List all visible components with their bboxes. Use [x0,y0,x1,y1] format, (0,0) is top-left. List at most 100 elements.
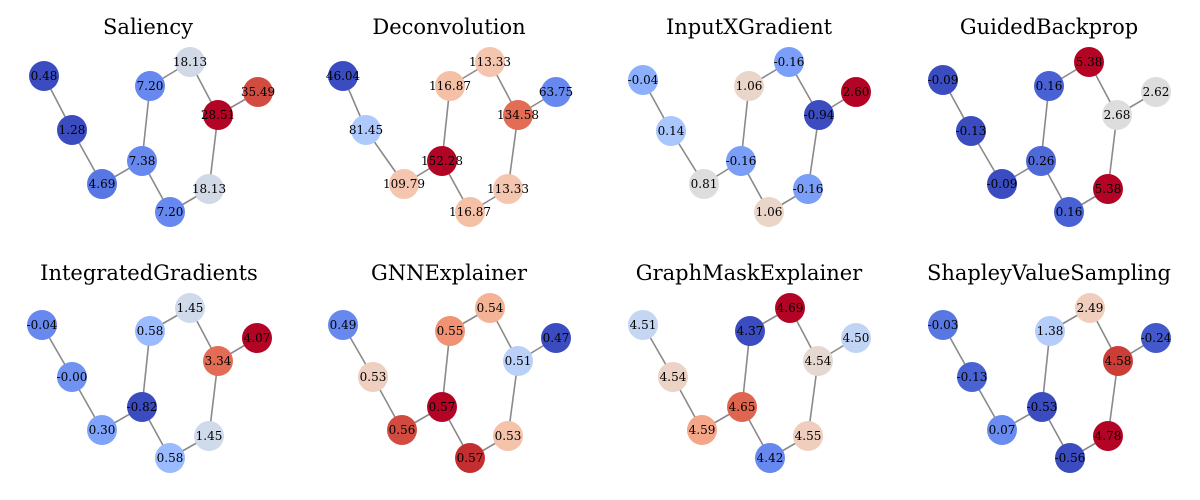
node-label: -0.24 [1141,331,1172,345]
node-label: -0.16 [774,55,805,69]
node-label: 4.78 [1095,429,1122,443]
panel-inputxgradient: InputXGradient-0.040.140.81-0.161.06-0.1… [628,15,871,227]
graph-node [1102,100,1132,130]
node-label: 116.87 [429,79,471,93]
graph-node [27,310,57,340]
node-label: -0.16 [793,182,824,196]
node-label: 134.58 [497,108,539,122]
node-label: 0.16 [1056,205,1083,219]
panel-title: IntegratedGradients [40,261,258,285]
graph-node [475,47,505,77]
graph-node [135,71,165,101]
node-label: -0.13 [957,370,988,384]
node-label: 3.34 [205,354,232,368]
node-label: -0.82 [127,400,158,414]
node-label: 0.07 [989,423,1016,437]
panel-graphmaskexplainer: GraphMaskExplainer4.514.544.594.654.374.… [628,261,871,473]
graph-node [175,293,205,323]
node-label: 2.60 [843,85,870,99]
node-label: 63.75 [539,85,573,99]
node-label: -0.09 [987,177,1018,191]
graph-node [628,310,658,340]
graph-node [1055,443,1085,473]
node-label: 4.54 [805,354,832,368]
graph-node [493,421,523,451]
graph-node [87,169,117,199]
graph-node [387,415,417,445]
graph-node [328,310,358,340]
graph-node [351,115,381,145]
graph-node [455,197,485,227]
graph-node [427,146,457,176]
node-label: 1.28 [59,123,86,137]
graph-node [803,346,833,376]
node-label: 0.49 [330,318,357,332]
graph-node [1103,346,1133,376]
node-label: -0.13 [956,124,987,138]
node-label: 0.16 [1036,79,1063,93]
graph-node [194,174,224,204]
node-label: 0.58 [137,324,164,338]
node-label: 1.45 [196,429,223,443]
node-label: 1.06 [756,205,783,219]
node-label: 5.38 [1076,55,1103,69]
graph-node [475,293,505,323]
node-label: 4.54 [660,370,687,384]
node-label: 4.59 [689,423,716,437]
graph-node [656,116,686,146]
graph-node [1054,197,1084,227]
node-label: 4.69 [89,177,116,191]
node-label: -0.09 [928,73,959,87]
graph-node [175,47,205,77]
node-label: 1.38 [1037,324,1064,338]
graph-node [628,65,658,95]
graph-node [503,100,533,130]
graph-node [987,169,1017,199]
graph-node [775,293,805,323]
panel-title: GraphMaskExplainer [636,261,863,285]
node-label: 113.33 [487,182,529,196]
graph-node [793,421,823,451]
graph-node [1026,146,1056,176]
panel-saliency: Saliency0.481.284.697.387.2018.137.2028.… [29,15,275,227]
graph-node [155,197,185,227]
panel-shapleyvaluesampling: ShapleyValueSampling-0.03-0.130.07-0.531… [927,261,1172,473]
graph-node [928,65,958,95]
node-label: 4.58 [1105,354,1132,368]
graph-node [957,362,987,392]
graph-node [687,415,717,445]
node-label: 4.37 [737,324,764,338]
node-label: 2.68 [1104,108,1131,122]
panel-title: GuidedBackprop [960,15,1138,39]
graph-node [1074,47,1104,77]
graph-node [726,146,756,176]
graph-node [1027,392,1057,422]
graph-node [493,174,523,204]
graph-node [689,169,719,199]
node-label: 109.79 [383,177,425,191]
node-label: 4.55 [795,429,822,443]
node-label: 0.30 [89,423,116,437]
graph-node [87,415,117,445]
graph-node [658,362,688,392]
graph-node [541,323,571,353]
graph-node [541,77,571,107]
graph-node [727,392,757,422]
node-label: -0.04 [27,318,58,332]
graph-node [57,115,87,145]
graph-node [57,362,87,392]
panel-title: Saliency [103,15,193,39]
node-label: 116.87 [449,205,491,219]
node-label: 0.48 [31,69,58,83]
node-label: 1.45 [177,301,204,315]
node-label: 0.57 [457,451,484,465]
graph-node [841,323,871,353]
node-label: 0.58 [157,451,184,465]
graph-node [774,47,804,77]
node-label: 18.13 [173,55,207,69]
node-label: 4.65 [729,400,756,414]
node-label: 2.49 [1077,301,1104,315]
panel-title: InputXGradient [666,15,833,39]
node-label: 46.04 [326,69,361,83]
